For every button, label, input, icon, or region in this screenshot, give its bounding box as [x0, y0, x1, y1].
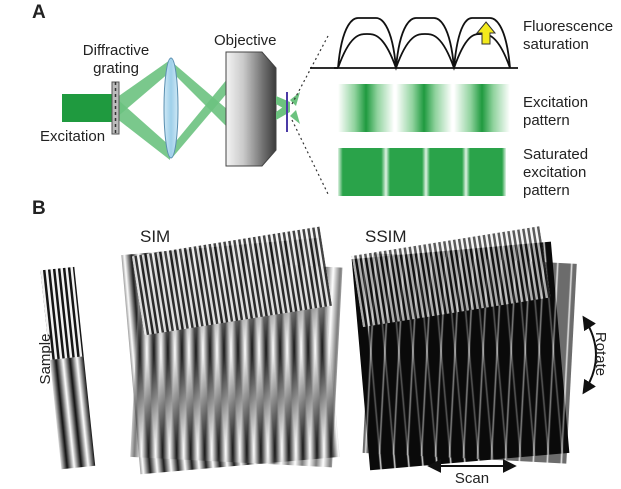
ssim-label: SSIM [365, 227, 407, 246]
saturated-pattern-label-line1: Saturated [523, 146, 589, 163]
fluorescence-saturation-label-line2: saturation [523, 36, 589, 53]
fluorescence-saturation-plot [310, 17, 518, 71]
excitation-pattern [338, 84, 510, 132]
rotate-label: Rotate [592, 331, 609, 377]
excitation-beam [62, 94, 114, 122]
fluorescence-saturation-label-line1: Fluorescence [523, 18, 614, 35]
diffractive-grating-label-line2: grating [93, 60, 139, 77]
excitation-label: Excitation [40, 128, 106, 145]
converging-beam-upper [172, 62, 228, 128]
panel-a-label: A [32, 2, 46, 23]
saturated-pattern-label-line2: excitation [523, 164, 587, 181]
sim-pattern [121, 226, 343, 475]
sample-label: Sample [37, 333, 54, 385]
panel-b-label: B [32, 198, 46, 219]
saturated-pattern-label-line3: pattern [523, 182, 570, 199]
rotate-double-arrow-icon [582, 315, 597, 395]
ssim-pattern [351, 226, 577, 471]
sim-label: SIM [140, 227, 171, 246]
diffracted-beam-lower [116, 98, 170, 160]
sample-strip [40, 266, 96, 470]
diffracted-beam-upper [116, 60, 170, 118]
up-arrow-icon [475, 21, 497, 45]
saturated-excitation-pattern [338, 148, 506, 196]
lens [163, 57, 179, 159]
excitation-pattern-label-line1: Excitation [523, 94, 589, 111]
objective-lens [225, 51, 277, 167]
scan-label: Scan [454, 470, 490, 487]
converging-beam-lower [172, 78, 228, 158]
excitation-pattern-label-line2: pattern [523, 112, 570, 129]
objective-label: Objective [214, 32, 277, 49]
diffractive-grating-label-line1: Diffractive [82, 42, 150, 59]
